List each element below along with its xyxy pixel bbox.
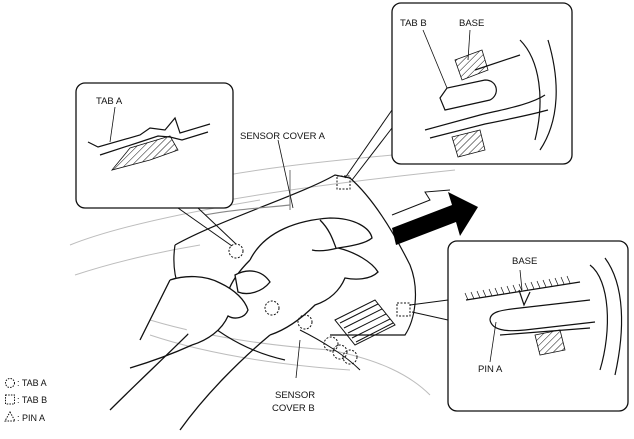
tab-a-label: TAB A [96, 96, 123, 107]
legend-tab-a-icon [5, 378, 15, 388]
sensor-cover-b-leader [295, 339, 301, 379]
legend-pin-a-icon [4, 410, 16, 422]
legend-tab-b-label: : TAB B [17, 395, 47, 405]
sensor-cover-a-leader [277, 139, 294, 209]
base-label-top: BASE [459, 18, 484, 29]
sensor-cover-b-label-line2: COVER B [272, 403, 315, 414]
legend: : TAB A : TAB B : PIN A [4, 378, 47, 423]
sensor-cover-b-label-line1: SENSOR [275, 390, 315, 401]
sensor-cover-a-label: SENSOR COVER A [240, 131, 326, 142]
right-hand [129, 270, 271, 369]
legend-pin-a-label: : PIN A [17, 413, 45, 423]
inset-tab-a [75, 82, 237, 247]
removal-direction-arrow [391, 189, 478, 245]
tab-b-label: TAB B [400, 18, 427, 29]
tab-b-markers [336, 175, 411, 317]
vent-grille [299, 299, 396, 371]
tab-a-markers [228, 243, 358, 365]
legend-tab-b-icon [5, 394, 15, 405]
pin-a-label: PIN A [478, 364, 503, 375]
inset-tab-b [344, 2, 573, 181]
inset-pin-a [409, 240, 629, 412]
legend-tab-a-label: : TAB A [17, 378, 47, 388]
base-label-right: BASE [512, 256, 537, 267]
